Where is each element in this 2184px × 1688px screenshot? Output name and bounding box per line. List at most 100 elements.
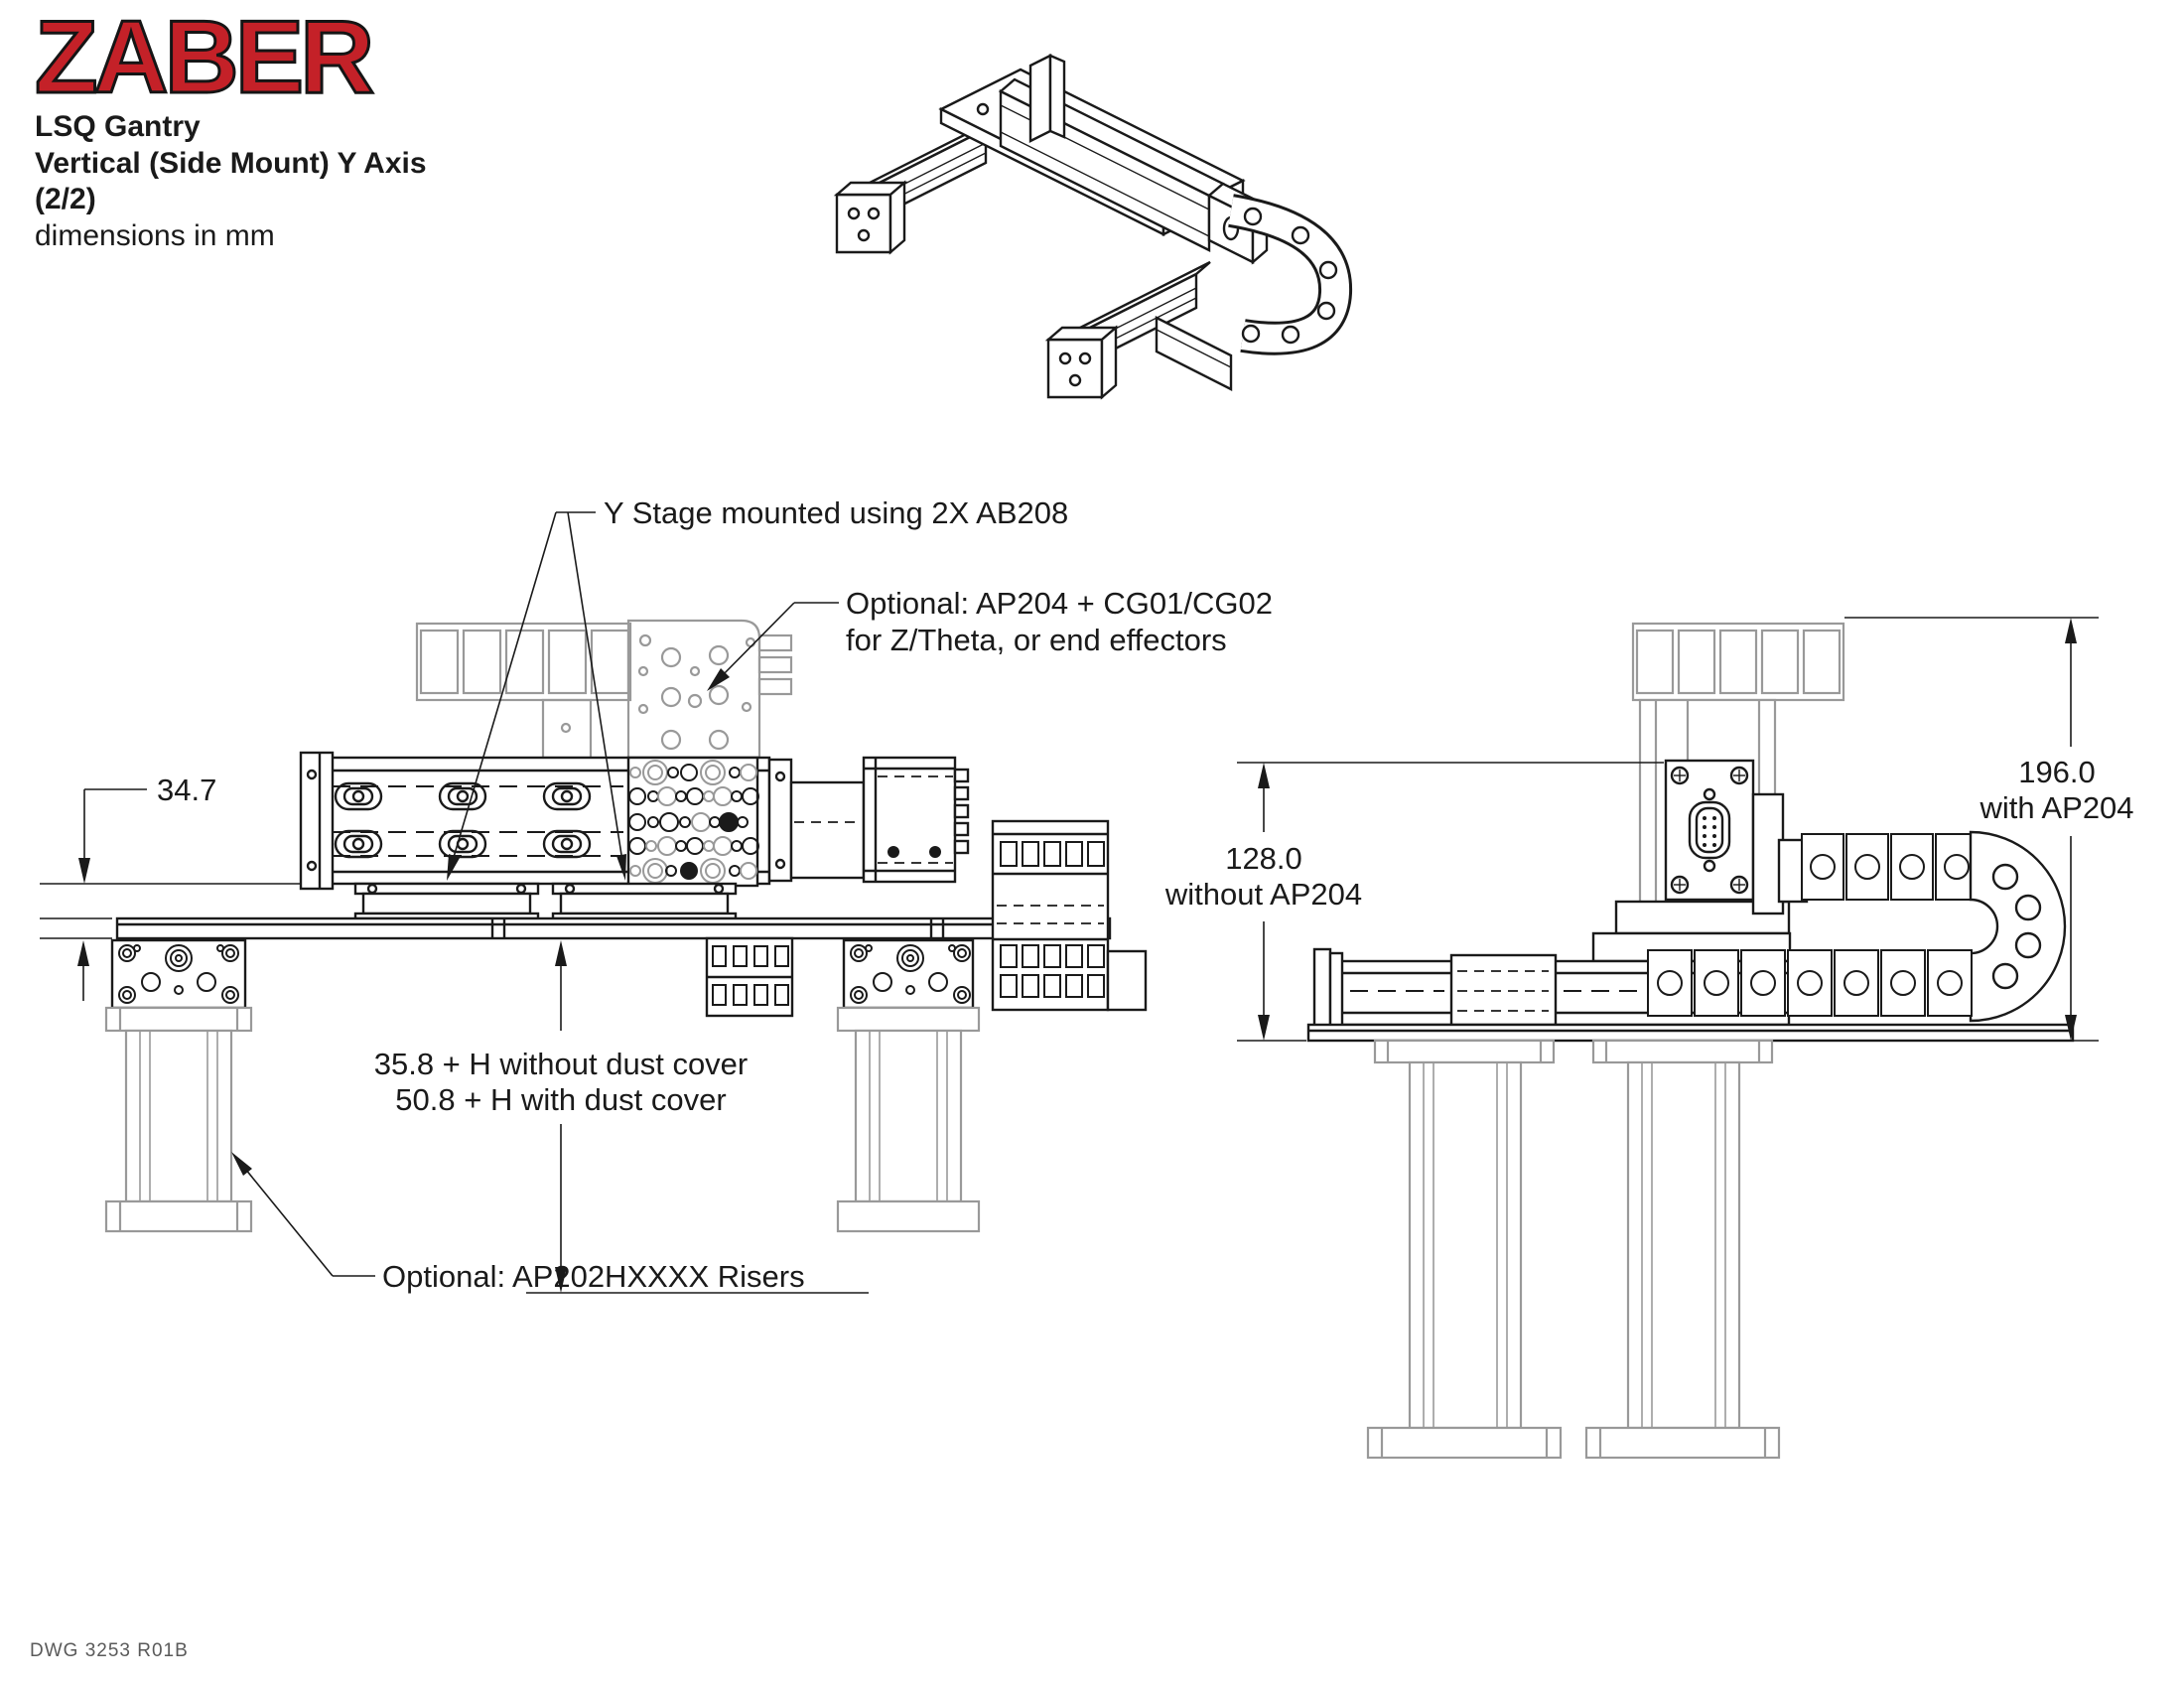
hole [629, 865, 641, 877]
hole [1797, 970, 1823, 996]
front-riser-right [836, 938, 981, 1233]
hole [133, 944, 141, 952]
hole [647, 863, 663, 879]
front-riser-left [104, 938, 253, 1233]
link-segment [1043, 974, 1061, 998]
product-name: LSQ Gantry [35, 110, 201, 143]
annotation-risers-label: Optional: AP202HXXXX Risers [382, 1259, 805, 1294]
hole [928, 972, 948, 992]
hole [141, 972, 161, 992]
hole [216, 944, 224, 952]
dim-height-line2: 50.8 + H with dust cover [395, 1082, 726, 1117]
units-note: dimensions in mm [35, 218, 275, 252]
front-carriage-hole-plate [626, 756, 759, 888]
hole [742, 787, 759, 805]
zaber-logo: ZABER [34, 0, 376, 115]
hole [647, 765, 663, 780]
hole [645, 840, 657, 852]
hole [170, 949, 188, 967]
dim-128: 128.0 without AP204 [1164, 762, 1664, 1042]
hole [1704, 970, 1729, 996]
link-segment [733, 984, 748, 1006]
link-segment [1087, 944, 1105, 968]
link-segment [1880, 949, 1926, 1017]
hole [865, 944, 873, 952]
front-ab208-feet [353, 882, 738, 920]
title-block: ZABER LSQ Gantry Vertical (Side Mount) Y… [34, 0, 427, 254]
hole [901, 949, 919, 967]
hole [737, 816, 749, 828]
hole [873, 972, 892, 992]
dim-128-line1: 128.0 [1225, 841, 1302, 876]
hole [221, 944, 239, 962]
hole [957, 948, 967, 958]
hole [197, 972, 216, 992]
hole [1810, 854, 1836, 880]
front-stage-slots [334, 781, 592, 859]
hole [957, 990, 967, 1000]
hole [896, 944, 924, 972]
hole [628, 787, 646, 805]
annotation-ap204-line2: for Z/Theta, or end effectors [846, 623, 1227, 657]
hole [667, 767, 679, 778]
hole [948, 944, 956, 952]
hole [122, 948, 132, 958]
hole [854, 948, 864, 958]
dim-34-7-label: 34.7 [157, 773, 216, 807]
dim-128-line2: without AP204 [1164, 877, 1362, 912]
link-segment [1694, 949, 1739, 1017]
hole [953, 986, 971, 1004]
side-base-plate [1306, 1023, 2075, 1043]
hole [659, 812, 679, 832]
hole [906, 954, 914, 962]
dim-196-line1: 196.0 [2018, 755, 2096, 789]
side-riser-right [1584, 1039, 1781, 1460]
dim-stage-height: 35.8 + H without dust cover 50.8 + H wit… [374, 940, 869, 1294]
hole [225, 948, 235, 958]
side-dsub-plate [1664, 759, 1785, 915]
annotation-ap204-line1: Optional: AP204 + CG01/CG02 [846, 586, 1273, 621]
link-segment [712, 984, 727, 1006]
hole [680, 862, 698, 880]
link-segment [753, 984, 768, 1006]
hole [629, 767, 641, 778]
front-base-plate [40, 916, 1112, 940]
front-motor-assembly [767, 756, 970, 884]
hole [1899, 854, 1925, 880]
hole [1854, 854, 1880, 880]
side-cable-chain [1647, 830, 2067, 1023]
annotation-ap204: Optional: AP204 + CG01/CG02 for Z/Theta,… [707, 586, 1273, 691]
dim-34-7: 34.7 [40, 773, 301, 885]
hole [1843, 970, 1869, 996]
link-segment [1801, 833, 1844, 901]
hole [953, 944, 971, 962]
dim-196: 196.0 with AP204 [1844, 617, 2134, 1042]
hole [740, 764, 757, 781]
hole [905, 985, 915, 995]
hole [165, 944, 193, 972]
link-segment [774, 945, 789, 967]
front-view: 34.7 35.8 + H without dust cover 50.8 + … [40, 495, 1273, 1294]
link-segment [1022, 974, 1039, 998]
link-segment [1927, 949, 1973, 1017]
hole [680, 764, 698, 781]
side-riser-left [1366, 1039, 1563, 1460]
dim-h-arrow [77, 940, 89, 1001]
hole [679, 816, 691, 828]
link-segment [733, 945, 748, 967]
isometric-view [833, 54, 1353, 400]
link-segment [1065, 841, 1083, 867]
link-segment [753, 945, 768, 967]
annotation-risers: Optional: AP202HXXXX Risers [231, 1152, 805, 1294]
annotation-y-stage: Y Stage mounted using 2X AB208 [447, 495, 1068, 881]
link-segment [1834, 949, 1879, 1017]
hole [225, 990, 235, 1000]
link-segment [1845, 833, 1889, 901]
dim-height-line1: 35.8 + H without dust cover [374, 1047, 749, 1081]
hole [122, 990, 132, 1000]
link-segment [1787, 949, 1833, 1017]
hole [700, 760, 726, 785]
link-segment [1043, 944, 1061, 968]
hole [740, 862, 757, 880]
